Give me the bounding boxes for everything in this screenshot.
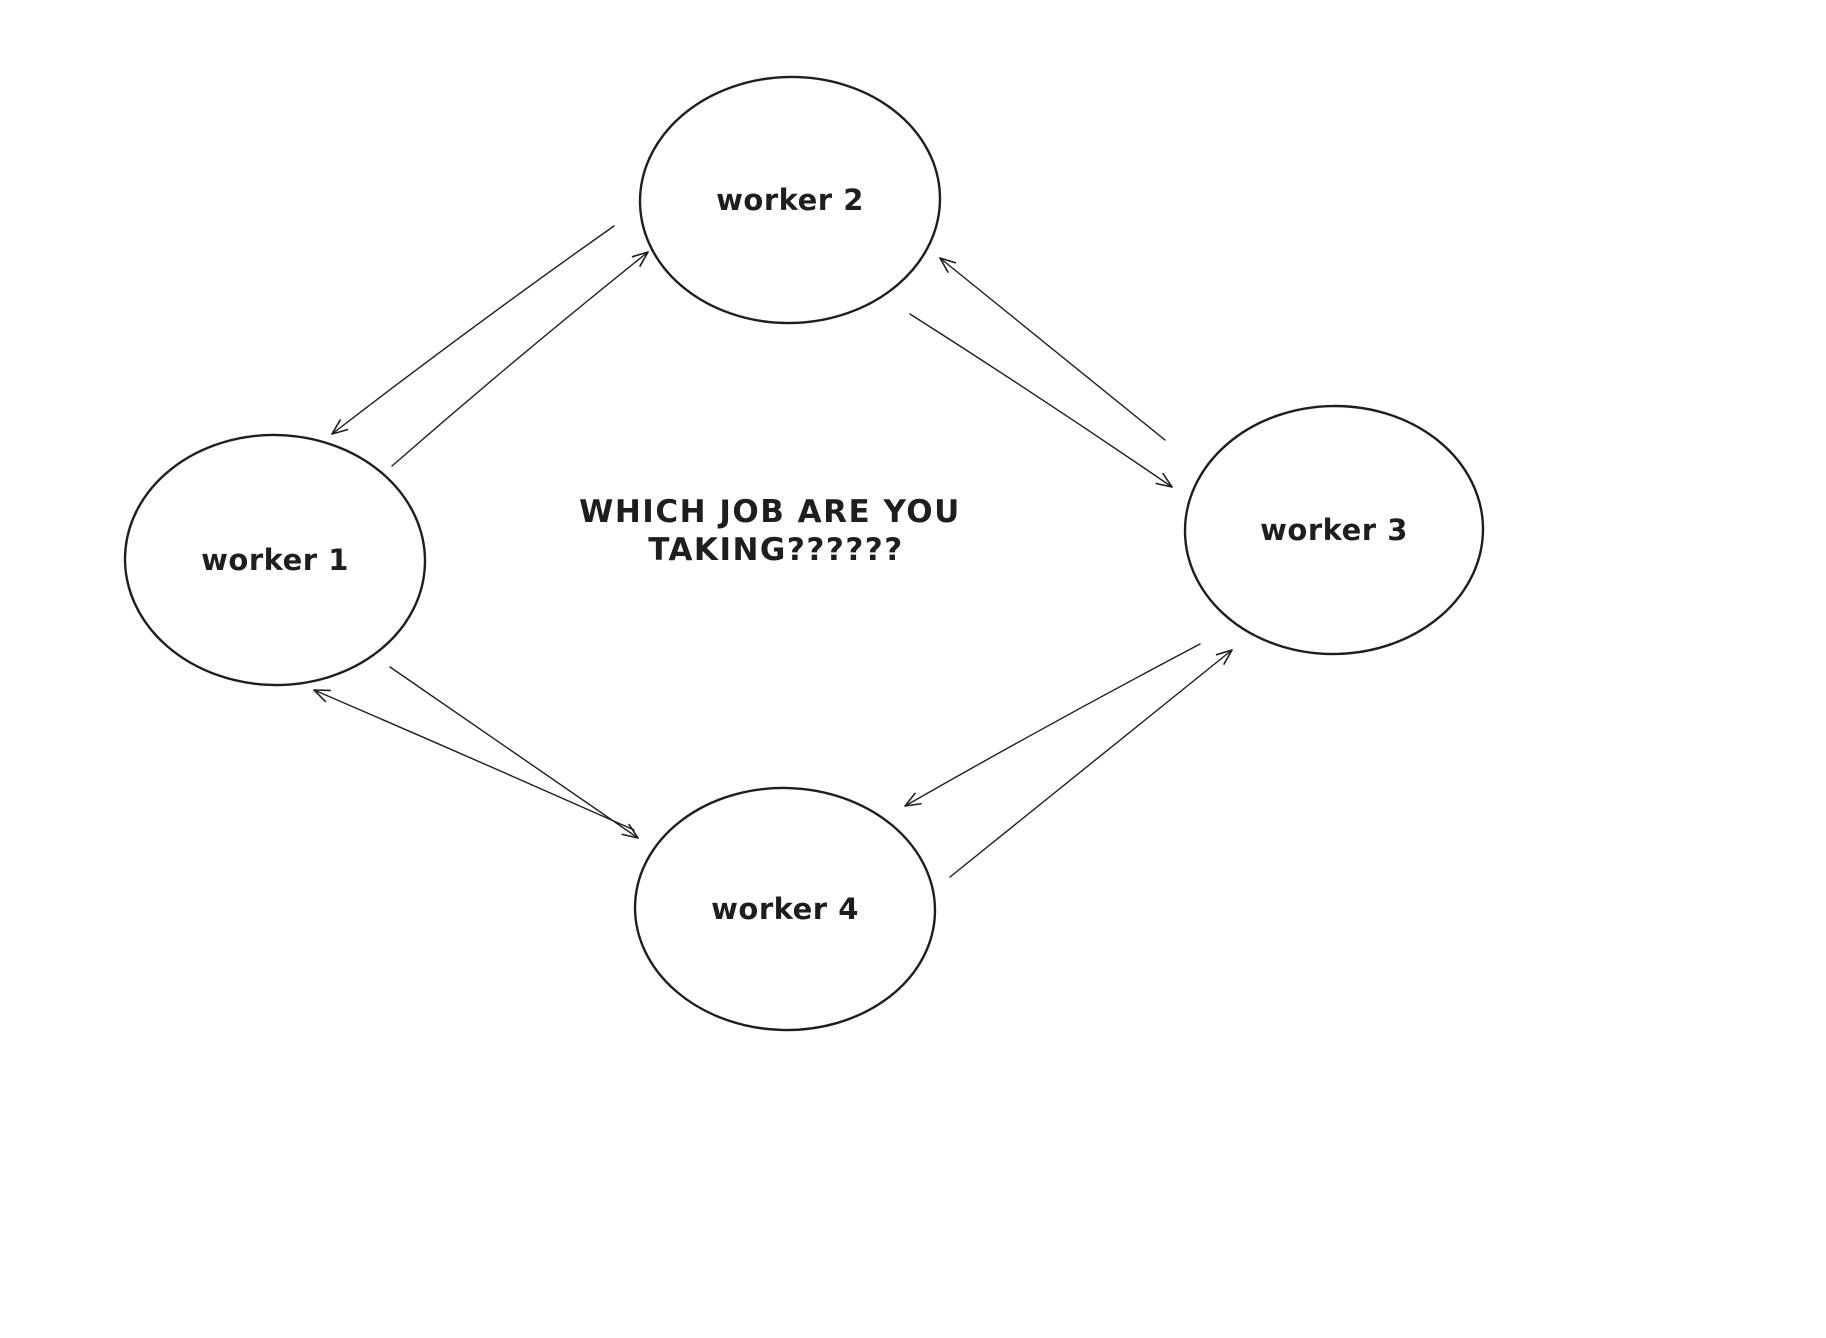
arrow-worker3-to-worker2[interactable] — [939, 257, 1166, 441]
node-worker-1[interactable]: worker 1 — [122, 432, 427, 688]
node-worker-2[interactable]: worker 2 — [637, 73, 943, 327]
worker-4-shape[interactable] — [632, 784, 938, 1034]
worker-3-shape[interactable] — [1183, 403, 1485, 656]
arrow-worker4-to-worker1[interactable] — [313, 689, 635, 831]
edge-worker2-worker3 — [909, 257, 1173, 488]
edge-worker4-worker1 — [313, 666, 639, 839]
worker-3-label: worker 3 — [1260, 513, 1408, 547]
worker-2-shape[interactable] — [637, 73, 943, 327]
node-worker-4[interactable]: worker 4 — [632, 784, 938, 1034]
arrow-worker3-to-worker4[interactable] — [904, 643, 1201, 807]
arrow-worker4-to-worker3[interactable] — [949, 649, 1233, 878]
center-text-line1: WHICH JOB ARE YOU — [579, 494, 961, 530]
arrow-worker1-to-worker2[interactable] — [391, 251, 649, 467]
worker-1-shape[interactable] — [122, 432, 427, 688]
worker-1-label: worker 1 — [201, 543, 349, 577]
arrow-worker2-to-worker1[interactable] — [331, 225, 615, 435]
edge-worker1-worker2 — [331, 225, 649, 467]
center-annotation[interactable]: WHICH JOB ARE YOU TAKING?????? — [579, 494, 961, 568]
worker-2-label: worker 2 — [716, 183, 864, 217]
arrow-worker2-to-worker3[interactable] — [909, 313, 1173, 488]
center-text-line2: TAKING?????? — [648, 532, 904, 568]
edge-worker3-worker4 — [904, 643, 1233, 878]
worker-4-label: worker 4 — [711, 892, 859, 926]
arrow-worker1-to-worker4[interactable] — [389, 666, 639, 839]
node-worker-3[interactable]: worker 3 — [1183, 403, 1485, 656]
